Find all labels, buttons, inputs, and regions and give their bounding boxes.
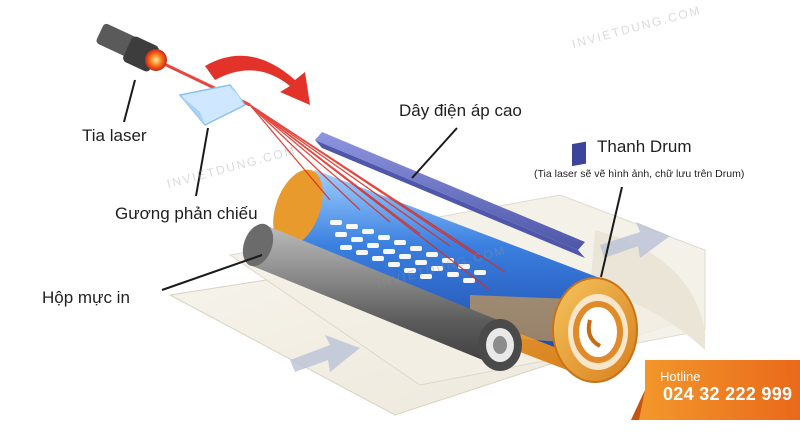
- label-toner: Hộp mực in: [42, 288, 130, 307]
- label-wire: Dây điện áp cao: [399, 101, 522, 120]
- drum-unit: [273, 169, 638, 383]
- hotline-title: Hotline: [660, 369, 701, 384]
- hotline-phone[interactable]: 024 32 222 999: [663, 384, 793, 404]
- high-voltage-wire: [315, 132, 586, 258]
- label-drum-note: (Tia laser sẽ vẽ hình ảnh, chữ lưu trên …: [534, 168, 745, 180]
- rotation-arrow: [205, 55, 310, 105]
- reflective-mirror: [178, 84, 247, 126]
- leader-lines: [123, 79, 623, 291]
- label-laser: Tia laser: [82, 126, 147, 145]
- toner-roller: [242, 223, 522, 371]
- label-drum: Thanh Drum: [597, 137, 692, 156]
- label-mirror: Gương phản chiếu: [115, 204, 258, 223]
- laser-source: [96, 23, 167, 72]
- hotline-badge[interactable]: [625, 360, 800, 420]
- paper-motion-arrows: [290, 222, 670, 372]
- laser-beams: [159, 60, 506, 291]
